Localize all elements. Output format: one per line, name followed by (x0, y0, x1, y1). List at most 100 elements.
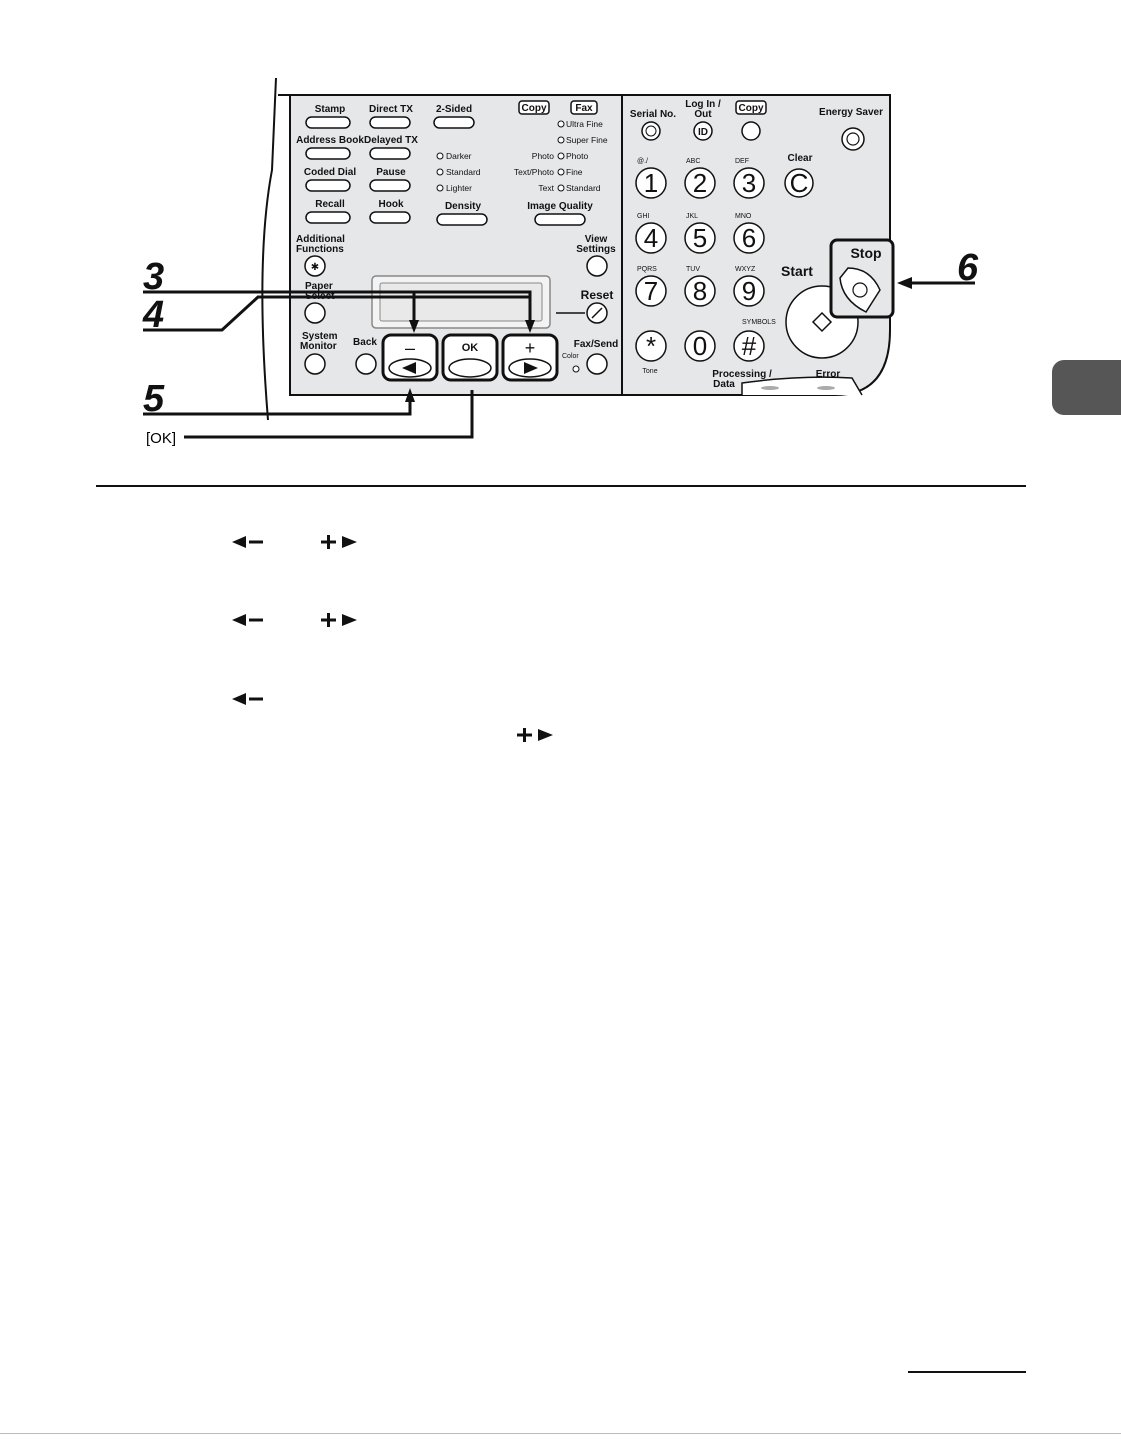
address-book-button[interactable] (305, 147, 351, 160)
svg-text:Serial No.: Serial No. (630, 109, 676, 120)
image-quality-label: Image Quality (527, 201, 593, 212)
numeric-keypad: 1@./2ABC3DEF4GHI5JKL6MNO7PQRS8TUV9WXYZ*0… (635, 158, 765, 362)
svg-text:Monitor: Monitor (300, 341, 337, 352)
svg-text:Log In /: Log In / (685, 99, 721, 110)
stop-button[interactable] (839, 267, 881, 313)
copy-key-label-box (735, 100, 767, 115)
additional-functions-button[interactable] (304, 255, 326, 277)
delayed-tx-button[interactable] (369, 147, 411, 160)
two-sided-label: 2-Sided (436, 104, 472, 115)
svg-text:Stop: Stop (850, 245, 881, 261)
start-icon (811, 311, 833, 333)
keypad-key-7[interactable] (635, 275, 667, 307)
copy-button[interactable] (741, 121, 761, 141)
keypad-key-8[interactable] (684, 275, 716, 307)
keypad-letters-label: PQRS (637, 266, 657, 273)
svg-text:Copy: Copy (522, 103, 547, 114)
fax-send-button[interactable] (586, 353, 608, 375)
recall-button[interactable] (305, 211, 351, 224)
keypad-key-5[interactable] (684, 222, 716, 254)
address-book-label: Address Book (296, 135, 364, 146)
control-panel-diagram: Stamp Direct TX 2-Sided Copy Fax Ultra F… (142, 77, 979, 447)
energy-saver-icon (846, 132, 860, 146)
id-icon: ID (698, 127, 708, 138)
super-fine-label: Super Fine (566, 135, 608, 145)
continued-rule (908, 1371, 1026, 1373)
svg-text:System: System (302, 331, 338, 342)
callout-step-3: 3 (143, 256, 164, 298)
svg-text:Functions: Functions (296, 244, 344, 255)
keypad-letters-label: JKL (686, 213, 698, 220)
standard-density-label: Standard (446, 167, 481, 177)
callout-ok: [OK] (146, 430, 176, 447)
callout-arrowheads (405, 277, 912, 402)
svg-text:Additional: Additional (296, 234, 345, 245)
clear-button[interactable] (784, 168, 814, 198)
error-lamp (817, 386, 835, 390)
keypad-key-1[interactable] (635, 167, 667, 199)
keypad-key-star[interactable] (635, 330, 667, 362)
keypad-letters-label: @./ (637, 158, 648, 165)
keypad-key-9[interactable] (733, 275, 765, 307)
keypad-key-6[interactable] (733, 222, 765, 254)
svg-text:SYMBOLS: SYMBOLS (742, 319, 776, 326)
keypad-digit-label: * (646, 331, 656, 361)
paper-select-button[interactable] (304, 302, 326, 324)
stop-icon (852, 282, 868, 298)
svg-text:Paper: Paper (305, 281, 333, 292)
fine-label: Fine (566, 167, 583, 177)
svg-text:Fax: Fax (575, 103, 593, 114)
plus-right-key-icon (517, 727, 553, 743)
ultra-fine-label: Ultra Fine (566, 119, 603, 129)
keypad-digit-label: # (742, 331, 757, 361)
minus-left-key-icon (232, 535, 264, 549)
text-copy-label: Text (538, 183, 554, 193)
pause-button[interactable] (369, 179, 411, 192)
callout-step-4: 4 (142, 294, 164, 336)
keypad-digit-label: 0 (693, 331, 707, 361)
keypad-key-hash[interactable] (733, 330, 765, 362)
lighter-label: Lighter (446, 183, 472, 193)
image-quality-button[interactable] (534, 213, 586, 226)
two-sided-button[interactable] (433, 116, 475, 129)
darker-label: Darker (446, 151, 472, 161)
keypad-key-4[interactable] (635, 222, 667, 254)
keypad-digit-label: 6 (742, 223, 756, 253)
svg-text:Processing /: Processing / (712, 369, 772, 380)
additional-functions-icon: ✱ (311, 262, 319, 273)
hook-button[interactable] (369, 211, 411, 224)
keypad-digit-label: 5 (693, 223, 707, 253)
svg-text:–: – (405, 338, 415, 358)
svg-text:Data: Data (713, 379, 735, 390)
energy-saver-button[interactable] (841, 127, 865, 151)
stamp-button[interactable] (305, 116, 351, 129)
callout-lines (143, 281, 975, 439)
chapter-tab (1052, 360, 1121, 415)
recall-label: Recall (315, 199, 345, 210)
callout-step-5: 5 (143, 378, 165, 420)
callout-step-6: 6 (957, 247, 979, 289)
copy-mode-indicator (518, 100, 550, 115)
log-in-out-button[interactable] (693, 121, 713, 141)
keypad-letters-label: WXYZ (735, 266, 756, 273)
direct-tx-button[interactable] (369, 116, 411, 129)
right-arrow-icon (524, 362, 538, 374)
hook-label: Hook (379, 199, 404, 210)
stamp-label: Stamp (315, 104, 346, 115)
keypad-key-2[interactable] (684, 167, 716, 199)
processing-data-lamp (761, 386, 779, 390)
plus-right-key-icon (321, 612, 357, 628)
keypad-digit-label: 9 (742, 276, 756, 306)
footer-rule (0, 1433, 1121, 1434)
keypad-key-3[interactable] (733, 167, 765, 199)
keypad-key-0[interactable] (684, 330, 716, 362)
back-button[interactable] (355, 353, 377, 375)
system-monitor-button[interactable] (304, 353, 326, 375)
coded-dial-button[interactable] (305, 179, 351, 192)
density-button[interactable] (436, 213, 488, 226)
svg-text:Color: Color (562, 353, 579, 360)
view-settings-button[interactable] (586, 255, 608, 277)
serial-no-button[interactable] (641, 121, 661, 141)
svg-text:Energy Saver: Energy Saver (819, 107, 883, 118)
